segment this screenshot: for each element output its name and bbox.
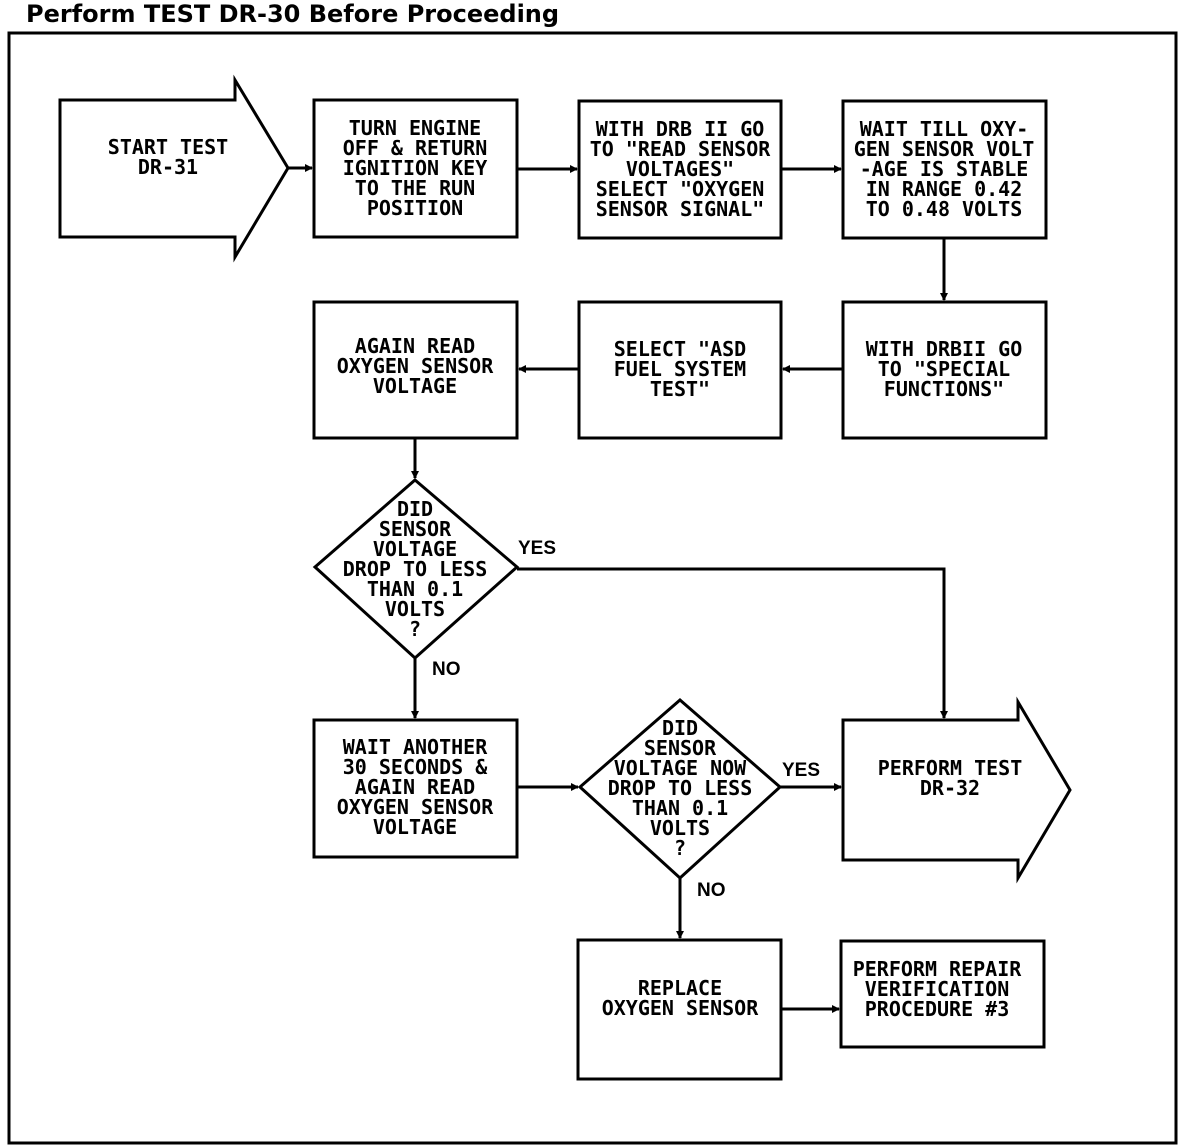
label-line: SELECT "OXYGEN — [596, 177, 765, 201]
label-line: -AGE IS STABLE — [860, 157, 1029, 181]
label-line: OXYGEN SENSOR — [337, 354, 494, 378]
label-line: ? — [674, 836, 686, 860]
label-line: WITH DRB II GO — [596, 117, 765, 141]
label-line: TO THE RUN — [355, 176, 475, 200]
label-line: SENSOR SIGNAL" — [596, 197, 765, 221]
label-line: SENSOR — [644, 736, 717, 760]
label-line: VOLTAGE NOW — [614, 756, 747, 780]
label-line: DID — [397, 497, 433, 521]
label-line: AGAIN READ — [355, 775, 475, 799]
label-line: WAIT TILL OXY- — [860, 117, 1029, 141]
yes-label-1: YES — [518, 538, 556, 559]
label-line: WAIT ANOTHER — [343, 735, 488, 759]
label-line: DID — [662, 716, 698, 740]
label-line: VOLTAGE — [373, 537, 457, 561]
arrow-decision-1-yes — [517, 567, 948, 719]
diagram-frame — [7, 31, 1178, 1145]
label-line: TO "SPECIAL — [878, 357, 1010, 381]
label-line: OXYGEN SENSOR — [602, 996, 759, 1020]
label-line: WITH DRBII GO — [866, 337, 1023, 361]
label-line: 30 SECONDS & — [343, 755, 488, 779]
label-line: TURN ENGINE — [349, 116, 481, 140]
yes-label-2: YES — [782, 760, 820, 781]
label-line: START TEST — [108, 135, 228, 159]
label-line: PERFORM TEST — [878, 756, 1023, 780]
label-line: VOLTAGE — [373, 374, 457, 398]
label-line: VOLTAGES" — [626, 157, 734, 181]
label-line: SENSOR — [379, 517, 452, 541]
label-line: IN RANGE 0.42 — [866, 177, 1023, 201]
page-title: Perform TEST DR-30 Before Proceeding — [26, 0, 559, 28]
label-line: TEST" — [650, 377, 710, 401]
label-line: ? — [409, 617, 421, 641]
label-line: REPLACE — [638, 976, 722, 1000]
label-line: GEN SENSOR VOLT — [854, 137, 1035, 161]
label-line: POSITION — [367, 196, 463, 220]
label-line: DROP TO LESS — [343, 557, 488, 581]
wait-stable-text: WAIT TILL OXY-GEN SENSOR VOLT-AGE IS STA… — [854, 117, 1035, 221]
label-line: OFF & RETURN — [343, 136, 488, 160]
label-line: AGAIN READ — [355, 334, 475, 358]
label-line: TO "READ SENSOR — [590, 137, 772, 161]
label-line: VERIFICATION — [865, 977, 1010, 1001]
label-line: FUEL SYSTEM — [614, 357, 746, 381]
label-line: THAN 0.1 — [367, 577, 463, 601]
label-line: DR-32 — [920, 776, 980, 800]
label-line: PERFORM REPAIR — [853, 957, 1023, 981]
label-line: VOLTAGE — [373, 815, 457, 839]
no-label-1: NO — [432, 659, 461, 680]
label-line: DR-31 — [138, 155, 198, 179]
label-line: VOLTS — [385, 597, 445, 621]
label-line: DROP TO LESS — [608, 776, 753, 800]
label-line: PROCEDURE #3 — [865, 997, 1010, 1021]
label-line: SELECT "ASD — [614, 337, 746, 361]
connectors — [288, 164, 948, 1013]
label-line: FUNCTIONS" — [884, 377, 1004, 401]
label-line: TO 0.48 VOLTS — [866, 197, 1023, 221]
label-line: VOLTS — [650, 816, 710, 840]
label-line: OXYGEN SENSOR — [337, 795, 494, 819]
label-line: THAN 0.1 — [632, 796, 728, 820]
label-line: IGNITION KEY — [343, 156, 488, 180]
wait-till-stable-box: WAIT TILL OXY-GEN SENSOR VOLT-AGE IS STA… — [841, 99, 1048, 240]
no-label-2: NO — [697, 880, 726, 901]
